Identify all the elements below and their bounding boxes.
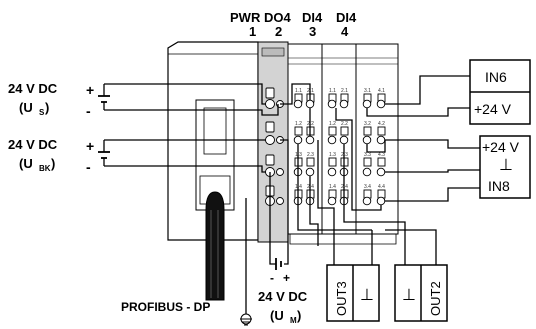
device-out3: OUT3 ⊥ xyxy=(326,230,380,322)
module-di4-b-num: 4 xyxy=(341,24,349,39)
svg-text:1.2: 1.2 xyxy=(295,121,302,127)
out2-label: OUT2 xyxy=(428,281,443,316)
out3-ground-icon: ⊥ xyxy=(360,287,374,304)
us-close: ) xyxy=(45,100,49,115)
um-minus: - xyxy=(270,271,274,285)
profibus-cable: PROFIBUS - DP xyxy=(121,191,225,314)
plus24-b-label: +24 V xyxy=(482,139,520,155)
in8-ground-icon: ⊥ xyxy=(499,157,513,174)
svg-text:1.1: 1.1 xyxy=(295,88,302,94)
ubk-plus: + xyxy=(86,138,94,154)
in8-label: IN8 xyxy=(488,178,510,194)
um-close: ) xyxy=(297,308,301,323)
svg-text:3.1: 3.1 xyxy=(364,88,371,94)
out3-label: OUT3 xyxy=(334,281,349,316)
svg-text:1.3: 1.3 xyxy=(329,152,336,158)
ubk-close: ) xyxy=(51,156,55,171)
us-symbol: (U xyxy=(19,100,33,115)
pwr-module xyxy=(257,41,289,243)
svg-text:2.2: 2.2 xyxy=(341,121,348,127)
svg-text:4.2: 4.2 xyxy=(378,121,385,127)
ubk-voltage: 24 V DC xyxy=(8,137,58,152)
um-sub: M xyxy=(290,316,297,325)
svg-text:3.3: 3.3 xyxy=(364,152,371,158)
svg-text:2.1: 2.1 xyxy=(341,88,348,94)
module-di4-a-name: DI4 xyxy=(302,10,323,25)
in6-label: IN6 xyxy=(485,69,507,85)
ubk-sub: BK xyxy=(39,164,51,173)
plus24-a-label: +24 V xyxy=(474,101,512,117)
module-headers: PWR DO4 DI4 DI4 1 2 3 4 xyxy=(230,10,357,39)
svg-text:1.1: 1.1 xyxy=(329,88,336,94)
svg-text:1.2: 1.2 xyxy=(329,121,336,127)
ground-icon xyxy=(240,198,252,326)
device-in6: IN6 +24 V xyxy=(385,59,531,125)
us-minus: - xyxy=(86,103,91,119)
svg-text:4.1: 4.1 xyxy=(378,88,385,94)
um-symbol: (U xyxy=(270,308,284,323)
svg-text:3.4: 3.4 xyxy=(364,184,371,190)
device-out2: ⊥ OUT2 xyxy=(343,144,448,322)
out2-ground-icon: ⊥ xyxy=(402,287,416,304)
svg-text:4.4: 4.4 xyxy=(378,184,385,190)
ubk-minus: - xyxy=(86,159,91,175)
module-di4-b-name: DI4 xyxy=(336,10,357,25)
um-plus: + xyxy=(283,271,290,285)
ubk-symbol: (U xyxy=(19,156,33,171)
us-voltage: 24 V DC xyxy=(8,81,58,96)
module-do4-num: 2 xyxy=(275,24,282,39)
module-di4-a-num: 3 xyxy=(309,24,316,39)
supply-ubk: 24 V DC (U BK ) + - xyxy=(8,137,266,175)
svg-text:4.3: 4.3 xyxy=(378,152,385,158)
device-in8: +24 V ⊥ IN8 xyxy=(335,108,531,211)
svg-text:3.2: 3.2 xyxy=(364,121,371,127)
profibus-label: PROFIBUS - DP xyxy=(121,300,210,314)
module-do4-name: DO4 xyxy=(264,10,292,25)
um-voltage: 24 V DC xyxy=(258,289,308,304)
module-pwr-name: PWR xyxy=(230,10,261,25)
supply-um: - + 24 V DC (U M ) xyxy=(258,139,308,325)
module-wiring xyxy=(280,83,372,246)
supply-us: 24 V DC (U S ) + - xyxy=(8,81,279,119)
us-sub: S xyxy=(39,108,45,117)
svg-text:1.4: 1.4 xyxy=(329,184,336,190)
us-plus: + xyxy=(86,82,94,98)
module-pwr-num: 1 xyxy=(249,24,256,39)
svg-text:2.3: 2.3 xyxy=(307,152,314,158)
